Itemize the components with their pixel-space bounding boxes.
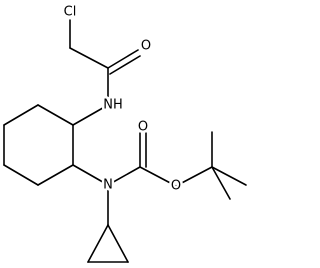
amide-nh-label: NH: [103, 98, 123, 113]
atom-labels: Cl O NH N O O: [61, 2, 183, 196]
ester-oxygen-label: O: [171, 179, 181, 194]
ring-bond-6: [37, 104, 74, 126]
carbamate-carbonyl-oxygen-label: O: [138, 120, 148, 135]
ring-bond-5: [3, 104, 39, 126]
bond-tbu-methyl-down: [211, 166, 231, 200]
carbamate-nitrogen-label: N: [103, 178, 113, 193]
chlorine-label: Cl: [64, 5, 77, 20]
bond-nh-ring: [72, 104, 109, 126]
bonds: [3, 19, 247, 263]
bond-ring-n: [72, 164, 109, 186]
cyclopropyl-bond-right: [107, 224, 129, 263]
bond-n-carbamate-c: [107, 166, 141, 186]
bond-tbu-methyl-right: [211, 166, 247, 186]
ring-bond-3: [3, 164, 39, 186]
double-bond-carbonyl-o-1: [107, 49, 139, 69]
double-bond-carbonyl-o-2: [109, 55, 141, 75]
ring-bond-2: [37, 164, 74, 186]
carbonyl-oxygen-label: O: [141, 39, 151, 54]
bond-carbamate-c-ester-o: [139, 166, 177, 187]
cyclopropyl-bond-left: [87, 224, 109, 263]
bond-ch2-carbonyl: [69, 47, 109, 69]
bond-ester-o-tbu-c: [175, 166, 213, 187]
chemical-structure-diagram: Cl O NH N O O: [3, 2, 247, 263]
